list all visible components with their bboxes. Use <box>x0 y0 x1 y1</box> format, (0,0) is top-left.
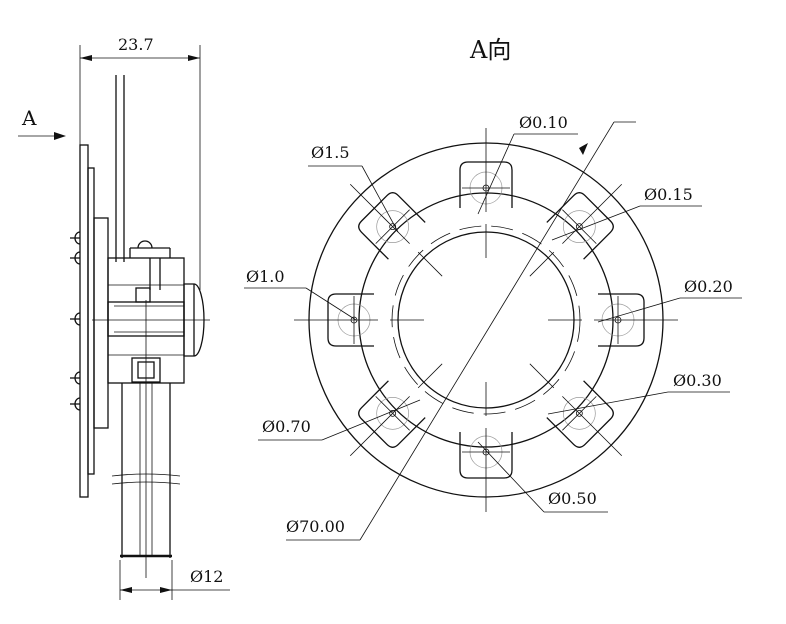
dim-arrow-right <box>188 55 200 61</box>
label-hole-bottom-right: Ø0.30 <box>673 371 722 390</box>
dim-shaft-label: Ø12 <box>190 567 223 586</box>
flange-plate-outer <box>79 144 89 498</box>
front-view <box>294 128 678 512</box>
dim-width-label: 23.7 <box>118 35 154 54</box>
hole-ring-top-left <box>376 210 410 244</box>
flange-plate-inner <box>87 167 95 475</box>
right-cap <box>183 283 205 357</box>
label-hole-left: Ø1.0 <box>246 267 285 286</box>
outer-dia-label: Ø70.00 <box>286 517 345 536</box>
centerline-top-left <box>349 183 443 277</box>
dim-arrow-left <box>80 55 92 61</box>
label-hole-top: Ø0.10 <box>519 113 568 132</box>
view-title: A向 <box>469 36 511 64</box>
hole-ring-bottom-left <box>376 396 410 430</box>
label-hole-top-right: Ø0.15 <box>644 185 693 204</box>
hole-bottom-right <box>575 409 583 417</box>
centerline-bottom-right <box>529 363 623 457</box>
centerline-bottom-left <box>349 363 443 457</box>
centerline-top-right <box>529 183 623 277</box>
label-hole-bottom: Ø0.50 <box>548 489 597 508</box>
centerline-right <box>548 296 678 344</box>
label-hole-top-left: Ø1.5 <box>311 143 350 162</box>
centerline-left <box>294 296 424 344</box>
label-hole-bottom-left: Ø0.70 <box>262 417 311 436</box>
hole-labels: Ø0.10 Ø0.15 Ø0.20 Ø0.30 Ø0.50 Ø0.70 Ø1.0… <box>244 113 742 513</box>
label-hole-right: Ø0.20 <box>684 277 733 296</box>
hole-ring-bottom-right <box>562 396 596 430</box>
hole-top-left <box>389 223 397 231</box>
view-arrow-head <box>54 132 66 140</box>
hole-bottom-left <box>389 409 397 417</box>
hole-ring-top-right <box>562 210 596 244</box>
view-arrow-label: A <box>21 106 37 130</box>
set-screw-top <box>135 287 151 303</box>
centerline-top <box>462 128 510 258</box>
side-view: 23.7 A <box>18 35 230 600</box>
outer-dia-callout: Ø70.00 <box>286 121 636 541</box>
flange-hub <box>93 217 109 429</box>
top-screw <box>137 240 153 249</box>
centerline-bottom <box>462 382 510 512</box>
